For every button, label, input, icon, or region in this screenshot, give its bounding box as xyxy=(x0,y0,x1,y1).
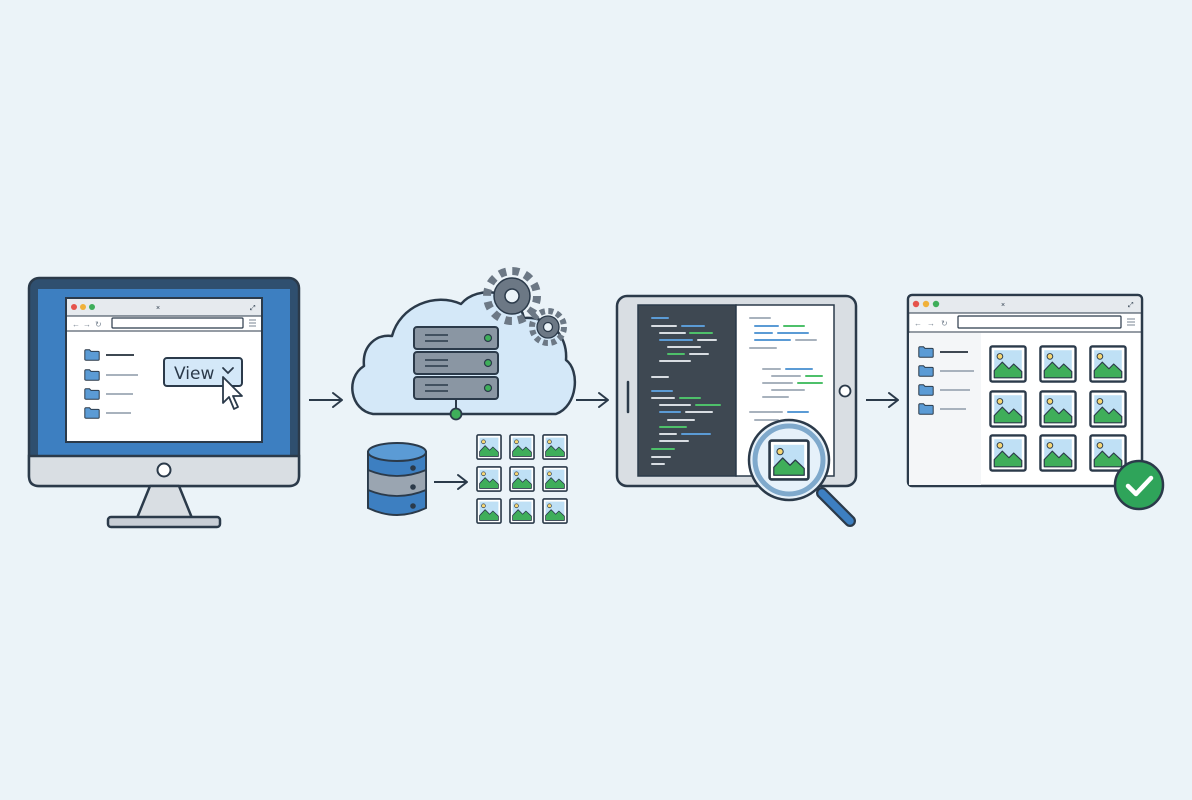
image-thumbnail xyxy=(476,434,502,460)
gallery-image[interactable] xyxy=(1089,390,1127,428)
window-maximize-dot[interactable] xyxy=(89,304,95,310)
view-dropdown-label: View xyxy=(174,364,214,384)
chevron-down-icon xyxy=(222,367,234,375)
flow-arrow xyxy=(434,474,468,490)
folder-icon[interactable] xyxy=(918,365,934,377)
forward-icon[interactable]: → xyxy=(83,320,91,329)
desktop-monitor: × ⤢ ← → ↻ xyxy=(27,276,301,529)
code-lines-dark xyxy=(651,317,721,465)
gallery-image[interactable] xyxy=(1039,390,1077,428)
flow-arrow xyxy=(576,392,609,408)
gallery-image[interactable] xyxy=(1039,345,1077,383)
address-bar[interactable] xyxy=(957,315,1122,329)
view-dropdown-button[interactable]: View xyxy=(163,357,243,387)
reload-icon[interactable]: ↻ xyxy=(941,319,948,328)
gallery-image[interactable] xyxy=(1089,434,1127,472)
address-bar[interactable] xyxy=(111,317,244,329)
cloud-server xyxy=(351,267,577,421)
folder-icon[interactable] xyxy=(84,349,100,361)
tablet-home-button[interactable] xyxy=(838,384,852,398)
flow-arrow xyxy=(866,392,899,408)
menu-icon[interactable] xyxy=(249,319,256,327)
image-thumbnail xyxy=(542,466,568,492)
image-thumbnail xyxy=(768,439,810,481)
gear-icon xyxy=(483,267,541,325)
browser-window: × ⤢ ← → ↻ xyxy=(65,297,263,443)
monitor-base xyxy=(106,515,222,529)
folder-icon[interactable] xyxy=(918,384,934,396)
power-button[interactable] xyxy=(156,462,172,478)
flow-arrow xyxy=(309,392,343,408)
folder-list xyxy=(84,349,138,419)
database-icon xyxy=(367,442,427,516)
magnifier-icon xyxy=(747,418,856,527)
gallery-image[interactable] xyxy=(1039,434,1077,472)
window-minimize-dot[interactable] xyxy=(80,304,86,310)
code-lines-light xyxy=(749,317,823,421)
expand-icon[interactable]: ⤢ xyxy=(250,305,256,312)
image-thumbnail xyxy=(476,466,502,492)
folder-icon[interactable] xyxy=(918,346,934,358)
folder-icon[interactable] xyxy=(84,388,100,400)
result-browser-window: × ⤢ ← → ↻ xyxy=(906,293,1165,511)
image-thumbnail xyxy=(542,498,568,524)
image-gallery xyxy=(989,345,1127,472)
monitor-stand xyxy=(135,484,194,520)
window-maximize-dot[interactable] xyxy=(932,300,940,308)
menu-icon[interactable] xyxy=(1127,318,1135,326)
window-close-dot[interactable] xyxy=(71,304,77,310)
gallery-image[interactable] xyxy=(989,434,1027,472)
check-circle-icon xyxy=(1113,459,1165,511)
window-close-dot[interactable] xyxy=(912,300,920,308)
image-thumbnail xyxy=(509,466,535,492)
back-icon[interactable]: ← xyxy=(72,320,80,329)
image-thumbnail xyxy=(509,434,535,460)
reload-icon[interactable]: ↻ xyxy=(95,320,102,329)
forward-icon[interactable]: → xyxy=(927,319,935,328)
folder-icon[interactable] xyxy=(84,369,100,381)
window-minimize-dot[interactable] xyxy=(922,300,930,308)
image-thumbnail xyxy=(509,498,535,524)
back-icon[interactable]: ← xyxy=(914,319,922,328)
tab-close-icon[interactable]: × xyxy=(1001,302,1005,309)
expand-icon[interactable]: ⤢ xyxy=(1128,302,1134,309)
thumbnail-grid xyxy=(476,434,568,524)
network-node xyxy=(449,407,463,421)
folder-icon[interactable] xyxy=(918,403,934,415)
tablet-code-editor xyxy=(615,294,858,527)
image-thumbnail xyxy=(542,434,568,460)
arrow-cursor-icon xyxy=(222,376,243,410)
gallery-image[interactable] xyxy=(989,390,1027,428)
gallery-image[interactable] xyxy=(1089,345,1127,383)
image-thumbnail xyxy=(476,498,502,524)
gear-icon xyxy=(529,308,567,346)
folder-list xyxy=(918,346,974,415)
server-rack-icon xyxy=(413,326,499,400)
folder-icon[interactable] xyxy=(84,407,100,419)
tab-close-icon[interactable]: × xyxy=(156,305,160,312)
gallery-image[interactable] xyxy=(989,345,1027,383)
